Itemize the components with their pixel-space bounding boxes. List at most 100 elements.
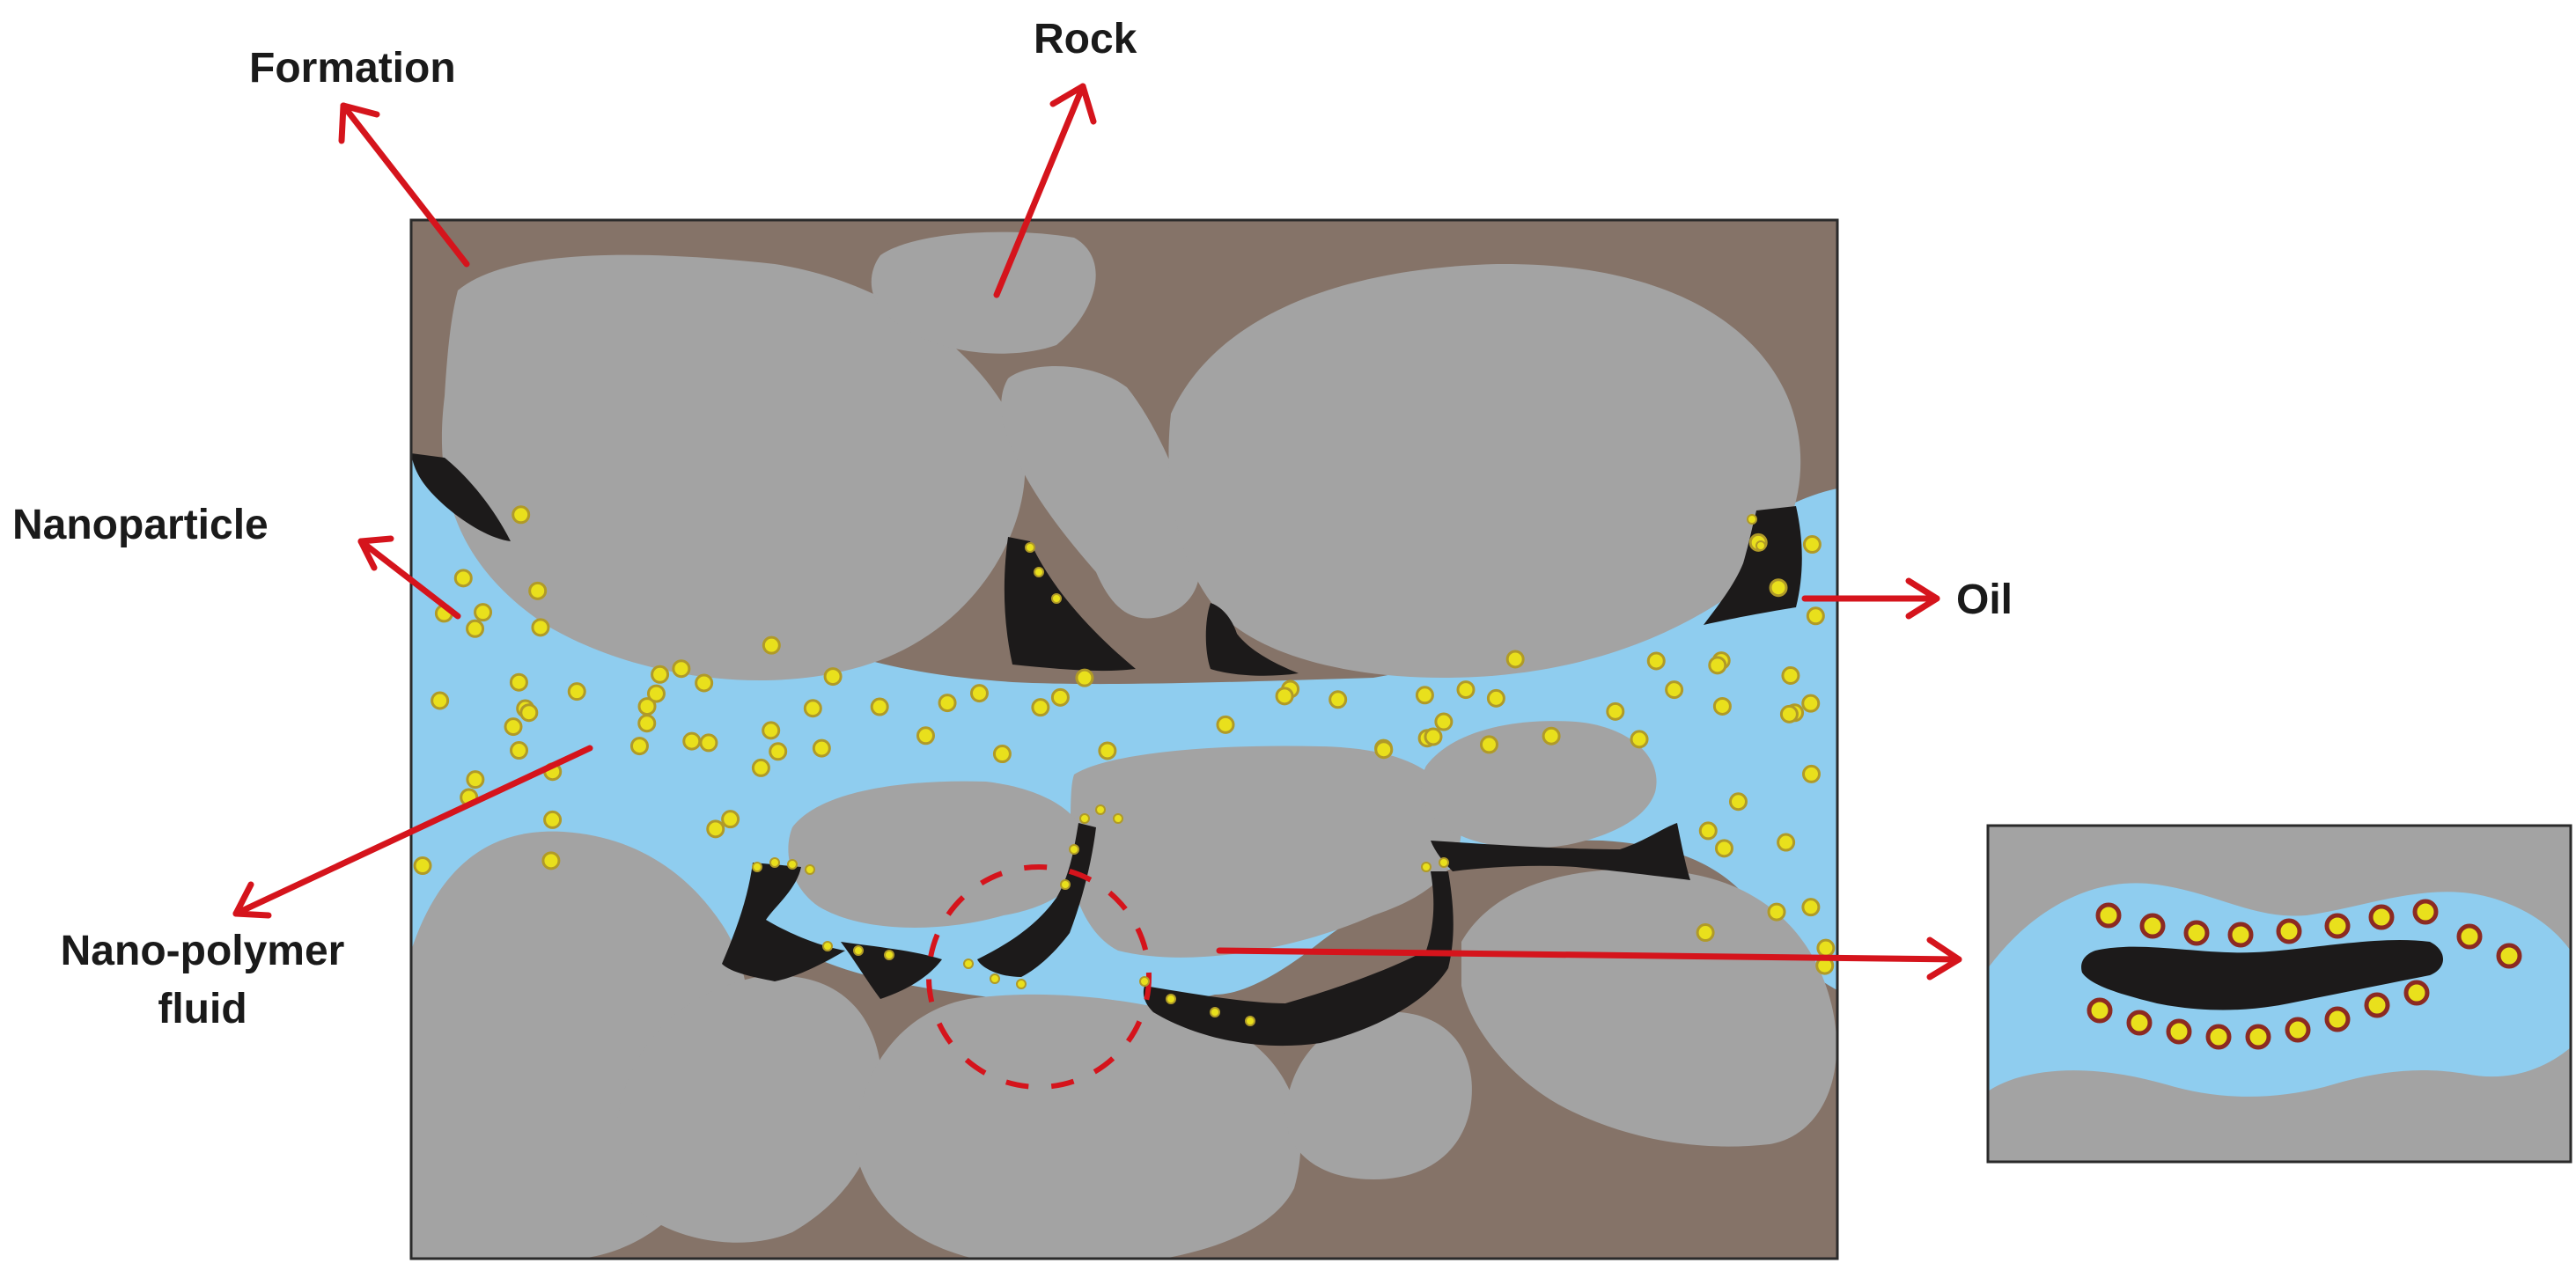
label-formation: Formation <box>249 45 456 92</box>
rock-grain-mid-right <box>1421 721 1657 848</box>
nanoparticle <box>510 741 529 760</box>
nanoparticle <box>990 973 1000 984</box>
label-nano-polymer-fluid-line1: Nano-polymer <box>61 928 345 974</box>
nanoparticle <box>531 618 550 637</box>
nanoparticle <box>2285 1017 2311 1043</box>
nanoparticle <box>1696 923 1715 943</box>
nanoparticle <box>706 819 725 839</box>
nanoparticle <box>1113 813 1123 824</box>
nanoparticle <box>2087 997 2113 1024</box>
nanoparticle <box>1434 712 1454 731</box>
oil-blob-right-mid <box>1431 823 1690 880</box>
inset-border <box>1986 824 2572 1164</box>
nanoparticle <box>752 862 762 872</box>
main-panel <box>409 218 1839 1260</box>
nanoparticle <box>1646 651 1666 671</box>
oil-blob-lower-small <box>841 942 942 999</box>
nanoparticle <box>1456 680 1476 700</box>
nanoparticle <box>2276 918 2302 944</box>
oil-blob-upper-center-small <box>1205 603 1299 676</box>
nanoparticle <box>466 770 485 790</box>
rock-grain-bottom-left-2 <box>616 975 882 1243</box>
nanoparticle <box>2139 913 2166 939</box>
inset-oil-droplet <box>2081 939 2443 1010</box>
rock-grain-bottom-center <box>854 994 1301 1259</box>
nanoparticle <box>1802 535 1822 555</box>
formation-arrow-icon <box>338 102 470 268</box>
nanoparticle <box>2205 1024 2232 1050</box>
rock-grain-mid-center <box>1069 746 1461 958</box>
nanoparticle <box>1542 726 1561 746</box>
nanoparticle <box>567 682 586 701</box>
nanoparticle <box>2183 920 2210 946</box>
nanoparticle <box>938 694 957 713</box>
nanoparticle <box>504 717 523 737</box>
rock-grain-bottom-right <box>1461 869 1837 1147</box>
nanoparticle <box>699 733 718 753</box>
nanoparticle <box>2364 992 2390 1018</box>
nanoparticle <box>1210 1007 1220 1017</box>
rock-grain-center-tall <box>1001 366 1201 619</box>
rock-grain-bottom-right-small <box>1284 1012 1472 1179</box>
main-panel-border <box>409 218 1839 1260</box>
nanoparticle <box>822 941 833 951</box>
nanoparticle <box>2368 904 2395 930</box>
nanoparticle <box>812 738 831 758</box>
oil-blob-lower-right-channel <box>1143 871 1454 1047</box>
nanoparticle <box>1479 735 1498 754</box>
nanoparticle <box>695 673 714 693</box>
nanoparticle <box>2095 902 2122 929</box>
nanoparticle <box>1777 833 1796 852</box>
nanoparticle <box>1712 696 1732 716</box>
nanoparticle <box>1060 879 1071 890</box>
nanoparticle <box>413 856 432 876</box>
highlight-dashed-circle <box>926 864 1152 1090</box>
inset-panel <box>1986 824 2572 1164</box>
nanoparticle <box>1769 578 1788 598</box>
nanoparticle <box>528 581 548 600</box>
label-nano-polymer-fluid-line2: fluid <box>158 986 247 1032</box>
nanoparticle <box>1031 698 1050 717</box>
nanoparticle <box>1069 844 1079 855</box>
nanoparticle <box>884 950 894 960</box>
label-nanoparticle: Nanoparticle <box>12 502 269 548</box>
nanoparticle <box>509 672 528 692</box>
nanoparticle <box>1424 727 1443 746</box>
nanoparticle <box>2245 1024 2271 1050</box>
nanoparticle <box>672 659 691 679</box>
nanoparticle <box>963 958 974 969</box>
nanoparticle <box>1098 741 1117 760</box>
nanoparticle <box>1708 656 1727 675</box>
arrows <box>232 83 1962 981</box>
nanoparticle <box>769 857 780 868</box>
nanoparticle <box>1245 1016 1255 1026</box>
nanoparticle <box>1075 668 1094 687</box>
nanoparticle <box>1606 701 1625 721</box>
nanoparticle <box>1816 938 1836 958</box>
nanoparticle <box>512 505 531 525</box>
nanoparticle <box>823 667 843 687</box>
nanoparticle <box>916 726 935 746</box>
labels: Formation Rock Nanoparticle Oil Nano-pol… <box>12 16 2013 1032</box>
oil-blob-lower-center <box>977 823 1096 977</box>
nanoparticle <box>1505 650 1525 669</box>
nanoparticle <box>1016 979 1027 989</box>
nanoparticle <box>2456 923 2483 950</box>
nanoparticle <box>853 945 864 956</box>
nanoparticle <box>1714 839 1733 858</box>
inset-zoom-arrow-icon <box>1216 936 1962 981</box>
nanoparticle <box>787 859 798 870</box>
nanoparticle <box>682 731 702 751</box>
nanoparticle <box>2496 943 2522 969</box>
nanoparticle <box>969 684 989 703</box>
nanoparticle <box>646 684 666 703</box>
nanoparticle <box>1079 813 1090 824</box>
nanoparticle <box>1779 704 1799 723</box>
nanoparticle <box>1728 792 1748 812</box>
nanoparticle <box>1216 715 1235 734</box>
oil-blob-top-left <box>411 453 511 541</box>
nanoparticle <box>2324 913 2351 939</box>
nanoparticle <box>870 697 889 716</box>
nanoparticle <box>1050 687 1070 707</box>
nanoparticle <box>1801 898 1821 917</box>
